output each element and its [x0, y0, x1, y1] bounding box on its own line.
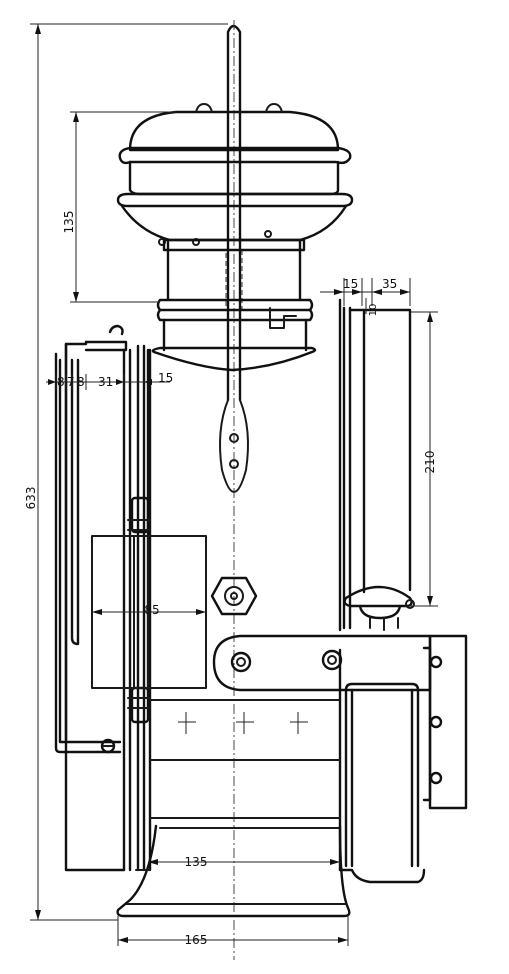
bracket-arm: [212, 634, 468, 884]
dim-label-210: 210: [423, 451, 437, 474]
dim-label-135-top: 135: [62, 211, 76, 234]
main-body: [146, 298, 342, 872]
dim-label-633: 633: [24, 487, 38, 510]
dim-label-15-left: 15: [158, 371, 173, 385]
dim-label-35: 35: [382, 277, 397, 291]
left-door: [54, 324, 207, 872]
dim-label-8a: 8: [57, 375, 65, 389]
base: [116, 824, 351, 918]
dim-label-15-top: 15: [343, 277, 358, 291]
dim-label-10: 10: [368, 304, 379, 317]
dim-label-31: 31: [98, 375, 113, 389]
dimension-labels: 633 135 15 10 35 210 8 7 8 31 15 85 135 …: [24, 211, 437, 947]
dome-assembly: [116, 103, 354, 246]
right-canister: [342, 306, 415, 631]
dim-label-135-bottom: 135: [185, 855, 208, 869]
dim-label-85: 85: [144, 603, 159, 617]
dim-label-8b: 8: [77, 375, 85, 389]
dim-label-165: 165: [185, 933, 208, 947]
neck: [151, 238, 317, 372]
center-rod: [219, 20, 249, 960]
dimension-lines: [30, 23, 438, 946]
dim-label-7: 7: [67, 375, 75, 389]
